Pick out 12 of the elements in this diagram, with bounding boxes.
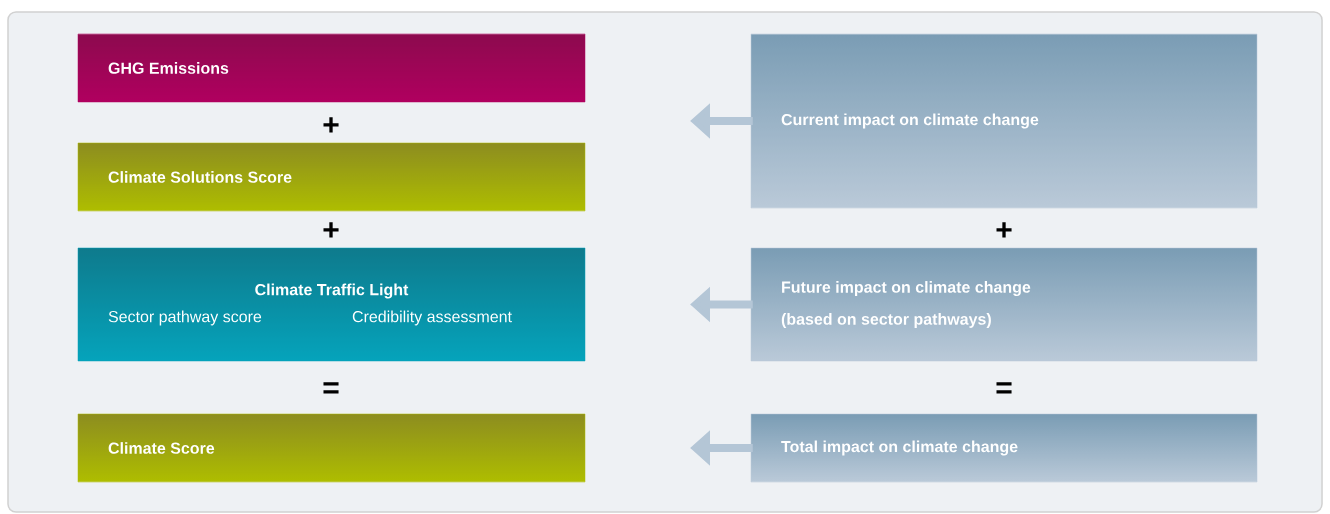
score-box: GHG Emissions: [77, 33, 586, 103]
score-box: Climate Solutions Score: [77, 142, 586, 212]
impact-box: Current impact on climate change: [750, 33, 1258, 209]
score-box: Climate Score: [77, 413, 586, 483]
operator-sign: +: [996, 222, 1012, 238]
operator-sign: +: [323, 222, 339, 238]
impact-box: Total impact on climate change: [750, 413, 1258, 483]
operator-sign: =: [323, 382, 339, 394]
score-box: Climate Traffic Light Sector pathway score Credibility assessment: [77, 247, 586, 362]
operator-sign: +: [323, 117, 339, 133]
impact-box: Future impact on climate change (based on sector pathways): [750, 247, 1258, 362]
operator-sign: =: [996, 382, 1012, 394]
